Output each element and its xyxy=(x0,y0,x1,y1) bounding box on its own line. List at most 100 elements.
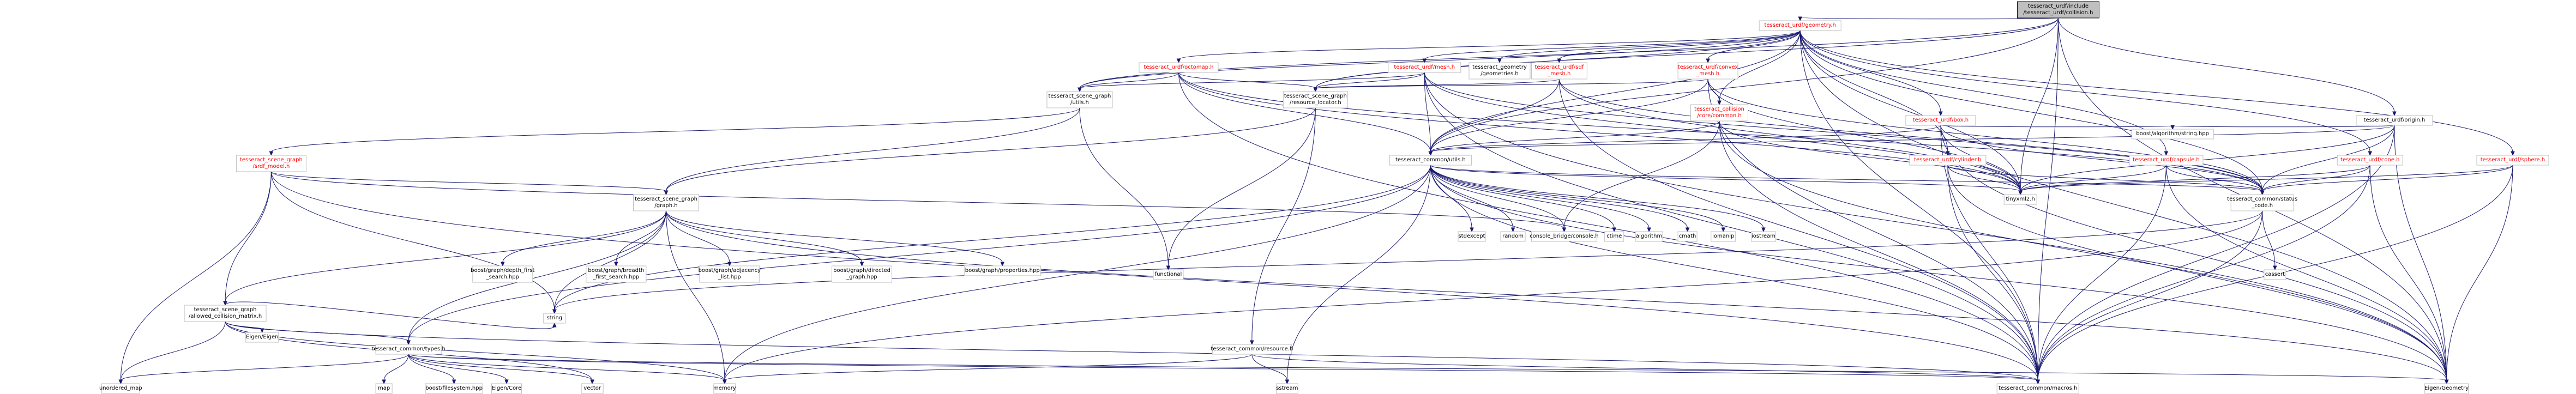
node-label: tesseract_urdf/mesh.h xyxy=(1394,64,1455,70)
edge-srdfmodel-to-unorderedmap xyxy=(118,171,272,385)
node-sdfmesh[interactable]: tesseract_urdf/sdf_mesh.h xyxy=(1531,62,1587,80)
edge-srdfmodel-to-acm xyxy=(223,171,272,306)
edge-cmntypes-to-vector xyxy=(408,354,594,385)
node-label: algorithm xyxy=(1636,233,1662,239)
node-label: tesseract_scene_graph xyxy=(240,157,303,163)
node-box[interactable]: tesseract_urdf/box.h xyxy=(1905,115,1976,126)
node-boostalgo[interactable]: boost/algorithm/string.hpp xyxy=(2131,129,2214,140)
node-origin[interactable]: tesseract_urdf/origin.h xyxy=(2356,115,2433,126)
node-tgeometries[interactable]: tesseract_geometry/geometries.h xyxy=(1468,62,1531,80)
node-box xyxy=(2424,383,2469,394)
node-sstream[interactable]: sstream xyxy=(1275,383,1298,394)
node-cassert[interactable]: cassert xyxy=(2264,269,2286,280)
node-srdfmodel[interactable]: tesseract_scene_graph/srdf_model.h xyxy=(236,155,306,172)
edge-geometry-to-octomap xyxy=(1176,30,1801,64)
node-cmath[interactable]: cmath xyxy=(1677,231,1698,242)
node-algorithm[interactable]: algorithm xyxy=(1635,231,1663,242)
node-label: iostream xyxy=(1752,233,1775,239)
node-eigengeom[interactable]: Eigen/Geometry xyxy=(2424,383,2469,394)
node-stdexcept[interactable]: stdexcept xyxy=(1458,231,1486,242)
edge-sggraph-to-memory xyxy=(666,210,727,385)
edge-convexmesh-to-collcommon xyxy=(1707,78,1722,106)
node-directed[interactable]: boost/graph/directed_graph.hpp xyxy=(832,265,893,283)
edge-convexmesh-to-sgresloc xyxy=(1313,78,1708,93)
edge-cmntypes-to-unorderedmap xyxy=(118,354,409,385)
node-macros[interactable]: tesseract_common/macros.h xyxy=(1996,383,2079,394)
edge-octomap-to-statuscode xyxy=(1178,72,2265,196)
edge-cmnresource-to-sstream xyxy=(1251,354,1290,385)
node-iomanip[interactable]: iomanip xyxy=(1711,231,1736,242)
node-console[interactable]: console_bridge/console.h xyxy=(1530,231,1599,242)
node-box xyxy=(586,265,647,283)
node-octomap[interactable]: tesseract_urdf/octomap.h xyxy=(1139,62,1219,73)
node-cmntypes[interactable]: tesseract_common/types.h xyxy=(371,344,446,355)
node-eigencore[interactable]: Eigen/Core xyxy=(491,383,522,394)
node-properties[interactable]: boost/graph/properties.hpp xyxy=(964,265,1041,276)
node-cone[interactable]: tesseract_urdf/cone.h xyxy=(2337,155,2403,166)
node-box xyxy=(713,383,736,394)
node-adjacency[interactable]: boost/graph/adjacency_list.hpp xyxy=(699,265,761,283)
edge-cmnutils-to-iomanip xyxy=(1430,165,1726,233)
edge-mesh-to-sgresloc xyxy=(1313,72,1425,93)
node-label: boost/graph/breadth xyxy=(588,268,644,274)
node-sgutils[interactable]: tesseract_scene_graph/utils.h xyxy=(1046,91,1113,108)
node-sphere[interactable]: tesseract_urdf/sphere.h xyxy=(2476,155,2549,166)
node-capsule[interactable]: tesseract_urdf/capsule.h xyxy=(2129,155,2204,166)
edge-cone-to-macros xyxy=(2036,165,2370,385)
node-iostream[interactable]: iostream xyxy=(1750,231,1776,242)
node-breadthfirst[interactable]: boost/graph/breadth_first_search.hpp xyxy=(586,265,647,283)
node-map[interactable]: map xyxy=(375,383,393,394)
node-sggraph[interactable]: tesseract_scene_graph/graph.h xyxy=(633,194,699,211)
node-label: vector xyxy=(583,385,601,391)
node-cmnresource[interactable]: tesseract_common/resource.h xyxy=(1211,344,1293,355)
node-tinyxml2[interactable]: tinyxml2.h xyxy=(2003,194,2037,205)
node-eigen[interactable]: Eigen/Eigen xyxy=(245,332,279,343)
node-ctime[interactable]: ctime xyxy=(1604,231,1624,242)
node-mesh[interactable]: tesseract_urdf/mesh.h xyxy=(1388,62,1461,73)
node-label: boost/graph/directed xyxy=(833,268,890,274)
node-vector[interactable]: vector xyxy=(581,383,604,394)
node-box xyxy=(1909,155,1987,166)
node-unorderedmap[interactable]: unordered_map xyxy=(99,383,142,394)
edge-geometry-to-sdfmesh xyxy=(1557,30,1801,64)
edge-mesh-to-sgutils xyxy=(1078,72,1425,93)
edge-acm-to-memory xyxy=(225,321,727,385)
node-box xyxy=(543,313,566,324)
node-memory[interactable]: memory xyxy=(713,383,736,394)
edge-capsule-to-eigengeom xyxy=(2165,165,2449,385)
edge-cmntypes-to-map xyxy=(382,354,409,385)
node-cmnutils[interactable]: tesseract_common/utils.h xyxy=(1389,155,1472,166)
edge-collcommon-to-macros xyxy=(1719,120,2040,385)
node-cylinder[interactable]: tesseract_urdf/cylinder.h xyxy=(1909,155,1987,166)
node-label: functional xyxy=(1155,271,1182,277)
node-box xyxy=(1389,155,1472,166)
node-statuscode[interactable]: tesseract_common/status_code.h xyxy=(2227,194,2297,211)
edge-geometry-to-box xyxy=(1799,30,1943,117)
edge-cmnutils-to-tinyxml2 xyxy=(1430,165,2023,196)
node-label: tesseract_common/utils.h xyxy=(1395,157,1466,163)
node-functional[interactable]: functional xyxy=(1153,269,1184,280)
node-label: boost/graph/properties.hpp xyxy=(965,268,1040,274)
node-collcommon[interactable]: tesseract_collision/core/common.h xyxy=(1690,104,1749,122)
edge-sphere-to-tinyxml2 xyxy=(2018,165,2513,196)
edge-root-to-geometry xyxy=(1798,16,2059,22)
node-label: iomanip xyxy=(1712,233,1734,239)
node-convexmesh[interactable]: tesseract_urdf/convex_mesh.h xyxy=(1677,62,1738,80)
node-label: tesseract_scene_graph xyxy=(1048,93,1111,99)
node-label: tesseract_common/status xyxy=(2227,196,2297,202)
edge-sgresloc-to-cmnresource xyxy=(1250,107,1316,345)
node-acm[interactable]: tesseract_scene_graph/allowed_collision_… xyxy=(184,305,267,322)
node-label: tesseract_scene_graph xyxy=(194,307,257,313)
node-bfs[interactable]: boost/filesystem.hpp xyxy=(425,383,483,394)
node-string[interactable]: string xyxy=(543,313,566,324)
node-sgresloc[interactable]: tesseract_scene_graph/resource_locator.h xyxy=(1283,91,1348,108)
node-geometry[interactable]: tesseract_urdf/geometry.h xyxy=(1759,20,1841,31)
edge-cmntypes-to-eigengeom xyxy=(408,354,2449,385)
edge-geometry-to-sphere xyxy=(1799,30,2515,156)
edge-cmnutils-to-random xyxy=(1430,165,1515,233)
node-random[interactable]: random xyxy=(1500,231,1526,242)
node-label: tesseract_collision xyxy=(1694,106,1744,112)
node-box xyxy=(375,344,442,355)
node-depthfirst[interactable]: boost/graph/depth_first_search.hpp xyxy=(471,265,535,283)
